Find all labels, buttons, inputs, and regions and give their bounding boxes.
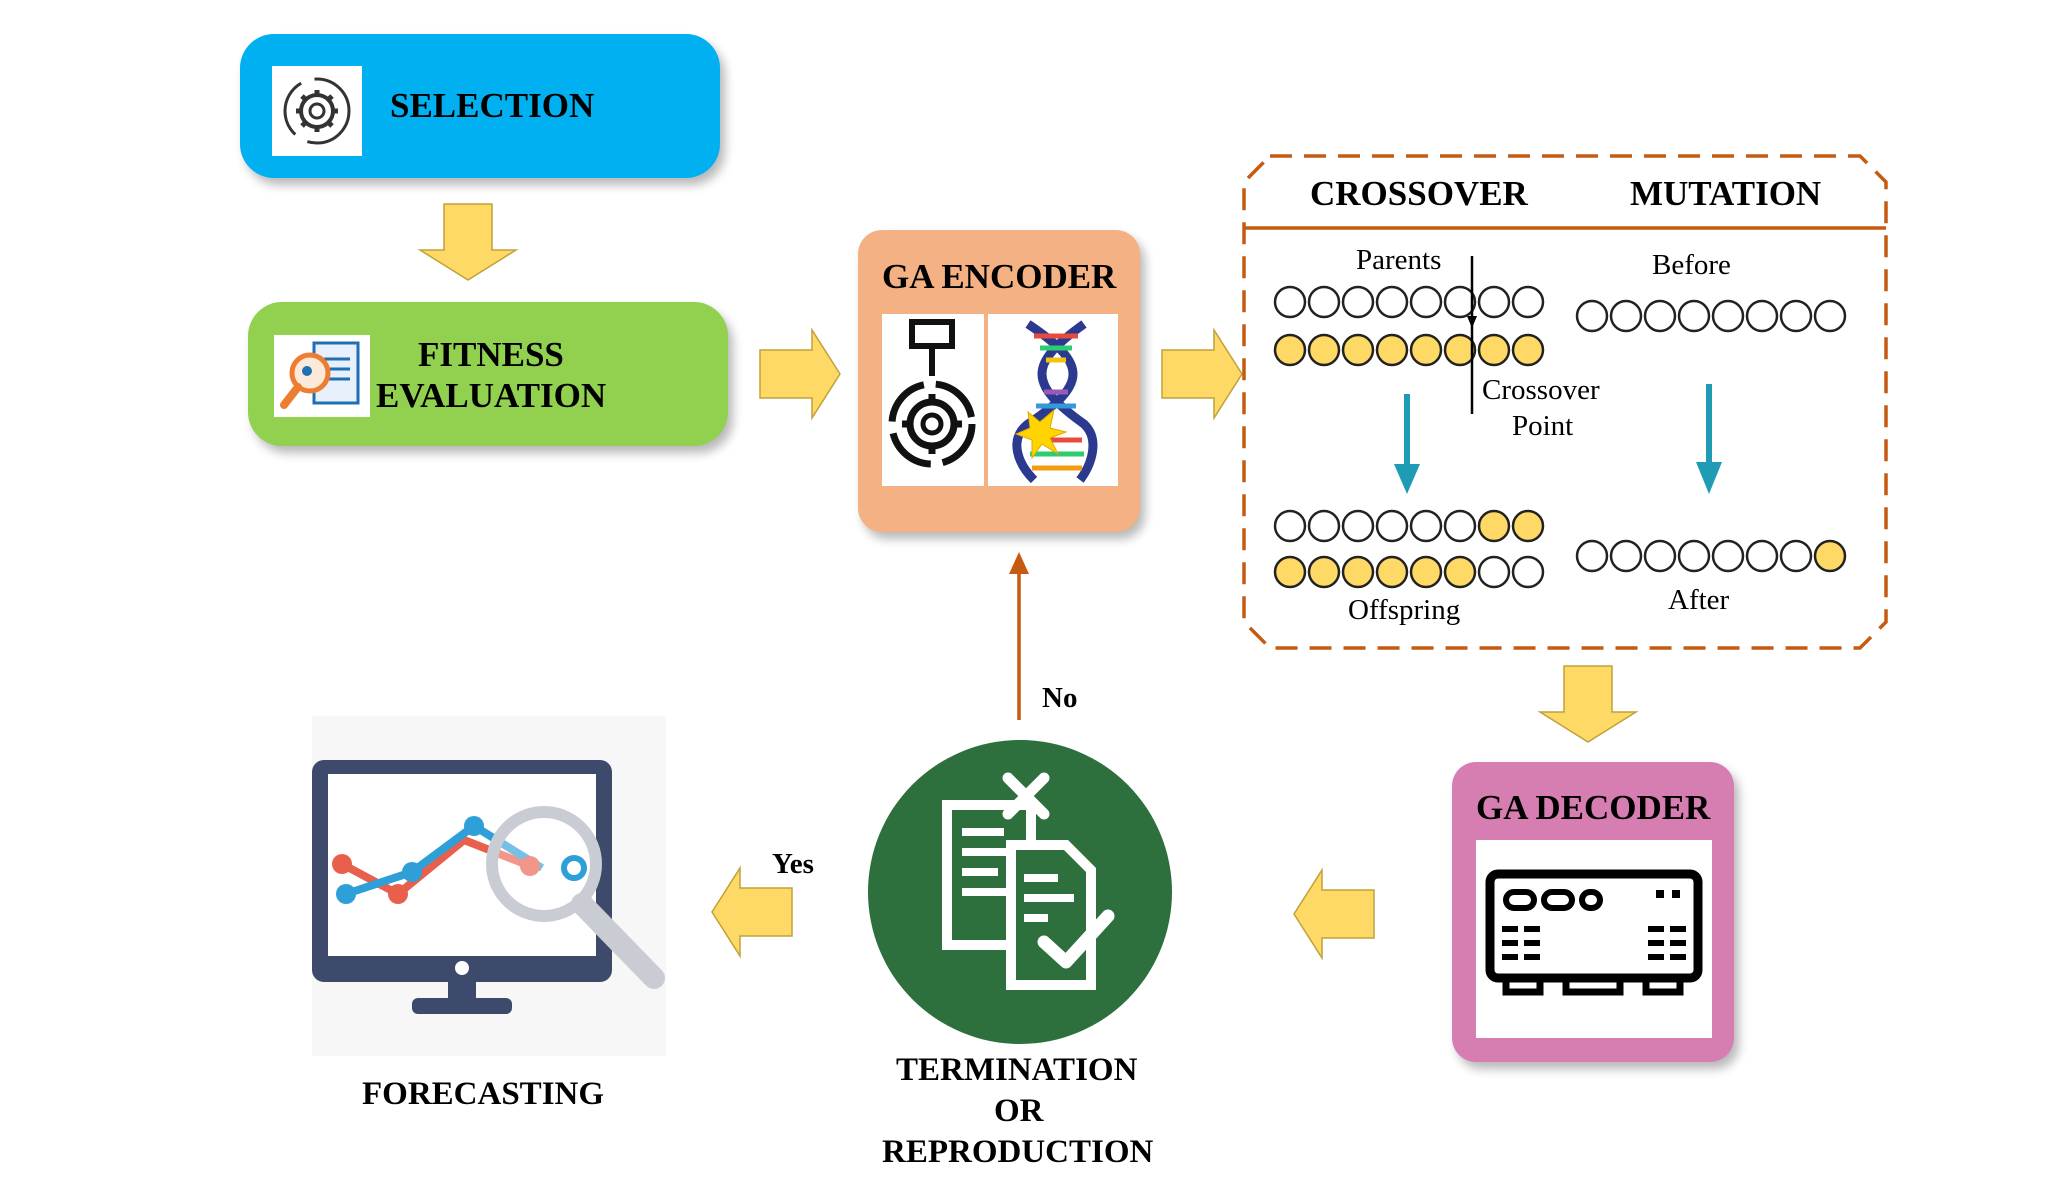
document-magnifier-icon [274,335,370,417]
crossover-title: CROSSOVER [1310,174,1528,213]
mutation-after-gene [1745,539,1779,573]
parent-2-gene [1511,333,1545,367]
termination-label-line3: REPRODUCTION [882,1134,1154,1170]
yes-branch-label: Yes [772,848,814,880]
offspring-1-gene [1307,509,1341,543]
offspring-label: Offspring [1348,594,1461,626]
mutation-after-gene [1813,539,1847,573]
parent-1-gene [1341,285,1375,319]
parent-1-gene [1511,285,1545,319]
offspring-1-gene [1511,509,1545,543]
crossover-point-line [1467,256,1477,414]
parent-1-gene [1375,285,1409,319]
offspring-2-gene [1511,555,1545,589]
mutation-before-gene [1643,299,1677,333]
parent-2-gene [1409,333,1443,367]
offspring-1-gene [1477,509,1511,543]
mutation-before-gene [1609,299,1643,333]
monitor-chart-magnifier-icon [312,716,666,1056]
mutation-after-gene [1711,539,1745,573]
mutation-before-gene [1711,299,1745,333]
parent-2-gene [1443,333,1477,367]
fitness-label-line1: FITNESS [418,335,564,374]
mutation-before-gene [1677,299,1711,333]
parent-1-gene [1443,285,1477,319]
parent-2-gene [1273,333,1307,367]
mutation-before-gene [1575,299,1609,333]
gear-cycle-icon [272,66,362,156]
decoder-device-icon [1476,840,1712,1038]
offspring-2-gene [1375,555,1409,589]
fitness-label-line2: EVALUATION [376,376,607,415]
parent-2-gene [1477,333,1511,367]
mutation-after-gene [1779,539,1813,573]
forecasting-label: FORECASTING [362,1076,605,1112]
ga-decoder-label: GA DECODER [1476,788,1711,827]
mutation-after-gene [1609,539,1643,573]
crossover-point-label-line1: Crossover [1482,374,1600,406]
flow-arrow-left-2 [711,867,793,957]
before-label: Before [1652,249,1731,281]
crossover-down-arrow [1394,394,1420,494]
after-label: After [1668,584,1730,616]
termination-label-line2: OR [994,1093,1044,1129]
mutation-before-gene [1813,299,1847,333]
flow-arrow-down-2 [1539,665,1637,743]
parent-2-gene [1375,333,1409,367]
flow-arrow-left-1 [1293,869,1375,959]
offspring-2-gene [1477,555,1511,589]
parent-2-gene [1341,333,1375,367]
mutation-before-gene [1745,299,1779,333]
parent-1-gene [1477,285,1511,319]
offspring-1-gene [1443,509,1477,543]
offspring-1-gene [1375,509,1409,543]
parents-label: Parents [1356,244,1442,276]
offspring-2-gene [1273,555,1307,589]
selection-label: SELECTION [390,86,595,125]
mutation-after-gene [1575,539,1609,573]
offspring-2-gene [1409,555,1443,589]
offspring-1-gene [1341,509,1375,543]
offspring-1-gene [1409,509,1443,543]
flowchart-gear-icon [882,314,984,486]
mutation-title: MUTATION [1630,174,1822,213]
mutation-before-gene [1779,299,1813,333]
termination-label-line1: TERMINATION [896,1052,1138,1088]
documents-check-icon [868,740,1172,1044]
parent-1-gene [1273,285,1307,319]
parent-1-gene [1307,285,1341,319]
operations-panel-border [1242,154,1888,650]
no-loop-arrow [1009,552,1029,720]
parent-1-gene [1409,285,1443,319]
mutation-after-gene [1643,539,1677,573]
offspring-2-gene [1443,555,1477,589]
no-branch-label: No [1042,682,1078,714]
mutation-after-gene [1677,539,1711,573]
ga-encoder-label: GA ENCODER [882,257,1117,296]
dna-helix-icon [988,314,1118,486]
offspring-2-gene [1341,555,1375,589]
offspring-1-gene [1273,509,1307,543]
mutation-down-arrow [1696,384,1722,494]
crossover-point-label-line2: Point [1512,410,1574,442]
offspring-2-gene [1307,555,1341,589]
parent-2-gene [1307,333,1341,367]
